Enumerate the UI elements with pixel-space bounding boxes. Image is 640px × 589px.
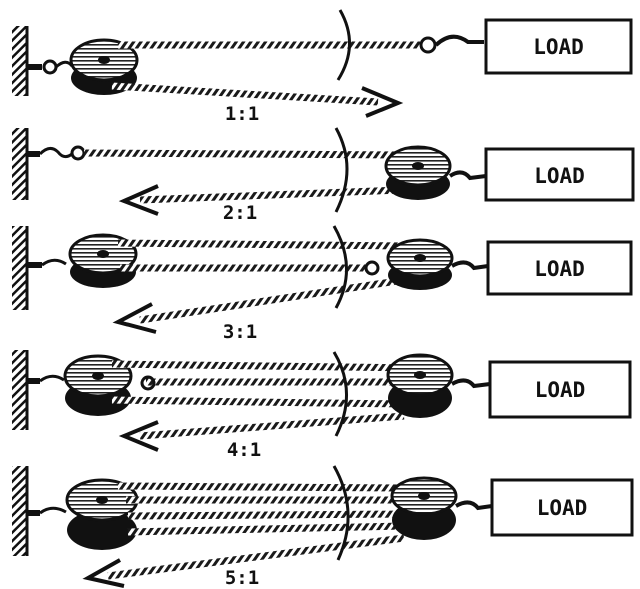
rope [112, 364, 416, 368]
pulley-wall [67, 480, 137, 550]
anchor-hook [28, 61, 72, 73]
rope [128, 526, 404, 532]
rope [118, 486, 408, 488]
load-shackle [452, 380, 490, 386]
cut-mark [336, 128, 347, 212]
ratio-label: 5:1 [225, 567, 259, 589]
pulley-load [386, 147, 450, 200]
rope [140, 190, 402, 200]
load-label: LOAD [534, 164, 585, 188]
panel-2: LOAD 2:1 [12, 128, 633, 224]
pulley-load [388, 240, 452, 290]
wall-hatch [12, 466, 27, 556]
pulley-load [392, 478, 456, 540]
rope [84, 153, 410, 155]
panel-5: LOAD 5:1 [12, 466, 632, 589]
load-shackle [456, 502, 492, 508]
ratio-label: 2:1 [223, 202, 257, 224]
load-shackle [421, 37, 484, 52]
rope [112, 86, 378, 102]
load-shackle [450, 172, 486, 178]
pulley-load [388, 355, 452, 418]
wall-hatch [12, 26, 27, 96]
rope [140, 416, 404, 436]
load-label: LOAD [533, 35, 584, 59]
becket-ring [366, 262, 378, 274]
panel-4: LOAD 4:1 [12, 350, 630, 461]
wall-hatch [12, 128, 27, 200]
load-shackle [452, 262, 488, 268]
load-label: LOAD [535, 378, 586, 402]
ratio-label: 3:1 [223, 321, 257, 343]
load-label: LOAD [537, 496, 588, 520]
anchor-hook [28, 376, 64, 384]
load-label: LOAD [534, 257, 585, 281]
ratio-label: 4:1 [227, 439, 261, 461]
anchor-hook [28, 147, 84, 159]
ratio-label: 1:1 [225, 103, 259, 125]
rope [112, 400, 404, 404]
rope [118, 243, 410, 246]
anchor-hook [28, 508, 66, 516]
anchor-hook [28, 260, 66, 268]
wall-hatch [12, 226, 27, 310]
panel-3: LOAD 3:1 [12, 226, 631, 343]
rope [128, 514, 408, 516]
wall-hatch [12, 350, 27, 430]
panel-1: LOAD 1:1 [12, 10, 631, 125]
rope [140, 280, 404, 320]
